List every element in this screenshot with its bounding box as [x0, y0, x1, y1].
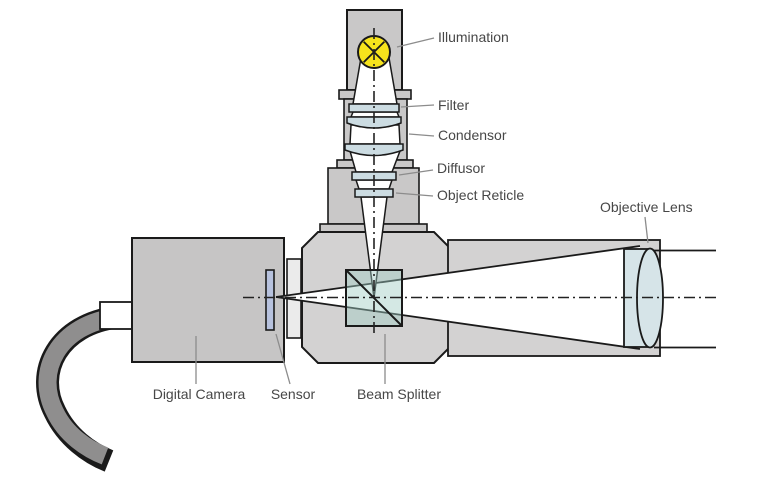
label-digital-camera: Digital Camera	[153, 386, 246, 402]
diffusor-pointer	[398, 169, 434, 176]
digital-camera-body	[131, 237, 285, 363]
labels: Illumination Filter Condensor Diffusor O…	[153, 29, 693, 402]
cone-top-edge	[275, 245, 641, 298]
label-illumination: Illumination	[438, 29, 509, 45]
cable-connector	[99, 301, 133, 330]
illumination-pointer	[396, 37, 435, 48]
label-filter: Filter	[438, 97, 469, 113]
filter-pointer	[400, 104, 435, 108]
label-objective-lens: Objective Lens	[600, 199, 693, 215]
label-beam-splitter: Beam Splitter	[357, 386, 441, 402]
cone-bottom-edge	[275, 296, 641, 350]
label-sensor: Sensor	[271, 386, 316, 402]
pointer-lines	[195, 37, 649, 385]
sensor-chip	[265, 269, 275, 331]
label-diffusor: Diffusor	[437, 160, 485, 176]
label-condensor: Condensor	[438, 127, 507, 143]
object-reticle-pointer	[395, 192, 434, 197]
objective-lens-pointer	[644, 216, 649, 244]
cable-body	[38, 308, 120, 465]
label-object-reticle: Object Reticle	[437, 187, 524, 203]
condensor-pointer	[408, 133, 435, 137]
camera-cable	[36, 305, 120, 472]
sensor-pointer	[275, 333, 291, 385]
